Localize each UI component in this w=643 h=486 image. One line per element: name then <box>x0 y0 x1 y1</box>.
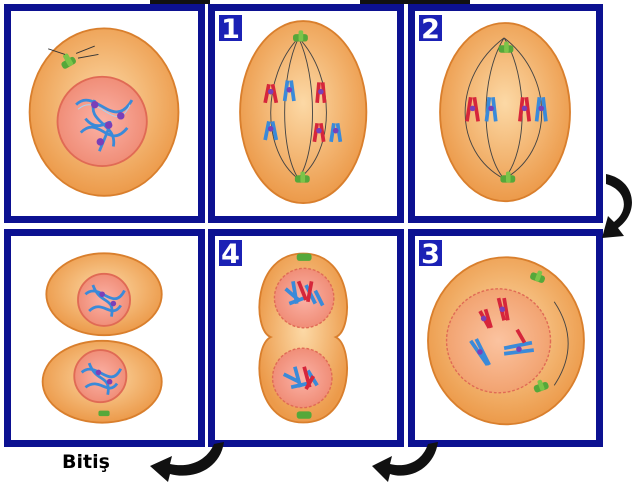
stage-number-badge: 1 <box>217 13 244 43</box>
stage-number-badge: 4 <box>217 238 244 268</box>
arrow-4-to-end-icon <box>146 440 226 484</box>
stage-panel-end <box>4 229 205 447</box>
stage-number-badge: 2 <box>417 13 444 43</box>
end-cells-drawing <box>11 236 198 440</box>
centrosome-top <box>297 254 312 261</box>
arrow-3-to-4-icon <box>368 440 440 484</box>
nucleus-bottom <box>273 348 332 407</box>
arrow-top-2-icon <box>360 0 470 8</box>
arrow-2-to-3-icon <box>600 170 643 245</box>
arrow-top-1-icon <box>150 0 210 8</box>
stage-panel-2: 2 <box>408 4 603 223</box>
centrosome-bottom <box>297 411 312 418</box>
stage-panel-1: 1 <box>208 4 404 223</box>
stage-panel-3: 3 <box>408 229 603 447</box>
end-label: Bitiş <box>62 451 110 473</box>
prophase-cell-drawing <box>11 11 198 216</box>
stage-panel-prophase <box>4 4 205 223</box>
stage-number-badge: 3 <box>417 238 444 268</box>
stage-panel-4: 4 <box>208 229 404 447</box>
